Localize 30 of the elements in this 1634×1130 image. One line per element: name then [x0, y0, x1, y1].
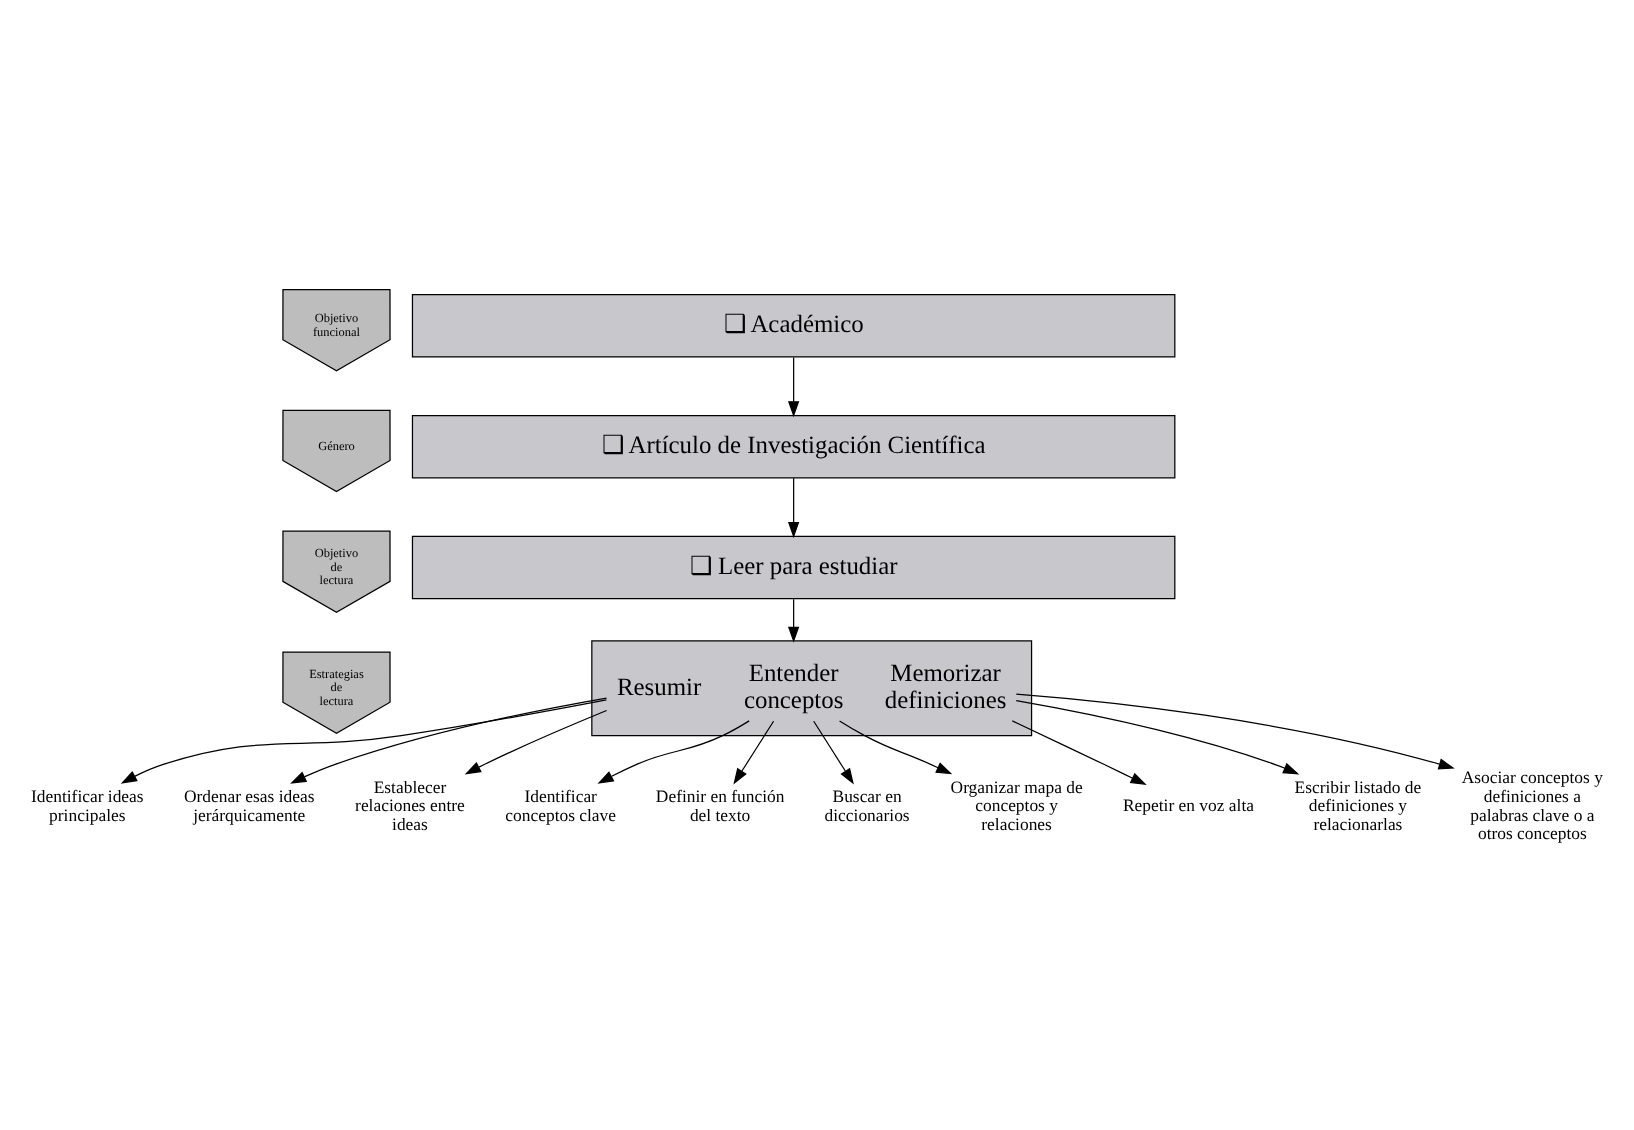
node-box: ❑ Artículo de Investigación Científica [411, 414, 1176, 479]
node-text: Memorizar definiciones [884, 658, 1007, 715]
arrow [787, 356, 800, 418]
node-text: Establecer relaciones entre ideas [355, 776, 465, 834]
arrow [787, 477, 800, 539]
arrow [120, 699, 608, 784]
arrow [813, 720, 854, 785]
node-text: Asociar conceptos y definiciones a palabras clave o a otros conceptos [1461, 767, 1603, 844]
node-text: Identificar ideas principales [31, 785, 144, 825]
node-text: Buscar en diccionarios [824, 785, 910, 825]
node-text: Resumir [616, 672, 702, 701]
node-box: ❑ Académico [411, 294, 1176, 358]
cluster [591, 640, 1033, 737]
arrow [1015, 693, 1455, 770]
node-text: Organizar mapa de conceptos y relaciones [950, 776, 1083, 834]
node-box: ❑ Leer para estudiar [411, 535, 1176, 600]
node-text: Definir en función del texto [655, 785, 785, 825]
node-text: Entender conceptos [743, 658, 844, 715]
node-text: Identificar conceptos clave [505, 785, 617, 825]
node-text: Ordenar esas ideas jerárquicamente [184, 785, 315, 825]
arrow [290, 697, 608, 784]
arrow [1011, 720, 1147, 786]
arrow [597, 720, 750, 784]
node-text: Escribir listado de definiciones y relacionarlas [1294, 776, 1422, 834]
arrow [464, 709, 608, 775]
arrow [787, 598, 800, 643]
arrow [733, 720, 775, 785]
arrow [838, 720, 953, 775]
node-text: Repetir en voz alta [1123, 795, 1255, 816]
arrow [1015, 700, 1300, 775]
